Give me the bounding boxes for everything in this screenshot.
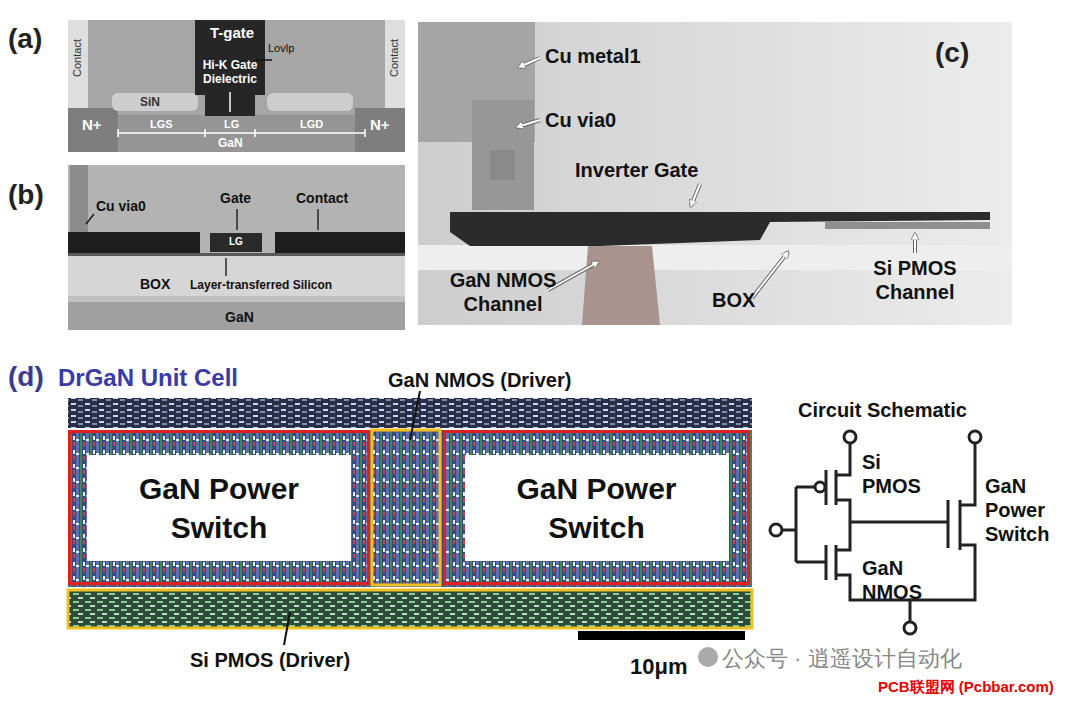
device-label: GaN NMOS [862,556,932,604]
panel-letter: (c) [935,36,969,70]
tem-panel-b [68,165,405,330]
dimension-label: LG [224,118,239,131]
gate-label: Gate [220,190,251,207]
region-label: N+ [370,116,390,134]
dimension-label: LGD [300,118,323,131]
watermark: 公众号 · 逍遥设计自动化 [722,646,962,672]
schematic-title: Circuit Schematic [798,398,967,422]
layer-label: GaN [218,136,243,150]
callout-label: GaN NMOS (Driver) [388,368,571,392]
device-label: Si PMOS [862,450,932,498]
panel-heading: DrGaN Unit Cell [58,364,238,393]
layer-label: BOX [712,288,755,312]
contact-label: Contact [296,190,348,207]
region-title: GaN Power Switch [87,455,351,561]
watermark-icon [698,647,718,667]
via-label: Cu via0 [545,108,616,132]
panel-letter: (d) [8,360,44,394]
dielectric-label: Hi-K Gate Dielectric [190,58,270,87]
channel-label: GaN NMOS Channel [428,268,578,316]
watermark: PCB联盟网 (Pcbbar.com) [878,678,1054,696]
layout-panel-d [68,391,752,645]
tem-panel-a [68,20,405,152]
layer-label: BOX [140,276,170,293]
panel-letter: (a) [8,22,42,56]
device-label: GaN Power Switch [985,474,1075,546]
power-switch-region: GaN Power Switch [68,430,370,585]
gate-label: T-gate [210,24,254,42]
circuit-schematic [770,431,981,634]
region-label: N+ [82,116,102,134]
layer-label: SiN [140,95,160,109]
scale-bar-label: 10μm [630,654,688,680]
gate-label: Inverter Gate [575,158,698,182]
via-label: Cu via0 [96,198,146,215]
callout-label: Si PMOS (Driver) [190,648,350,672]
power-switch-region: GaN Power Switch [443,430,750,585]
tem-panel-c [418,22,1012,325]
layer-label: Layer-transferred Silicon [190,278,332,292]
channel-label: Si PMOS Channel [850,256,980,304]
contact-label: Contact [71,39,84,77]
panel-letter: (b) [8,178,44,212]
metal-label: Cu metal1 [545,44,641,68]
dimension-label: LGS [150,118,173,131]
dimension-label: Lovlp [268,42,294,55]
contact-label: Contact [388,39,401,77]
region-title: GaN Power Switch [465,455,729,561]
dimension-label: LG [229,236,243,248]
layer-label: GaN [225,309,254,326]
